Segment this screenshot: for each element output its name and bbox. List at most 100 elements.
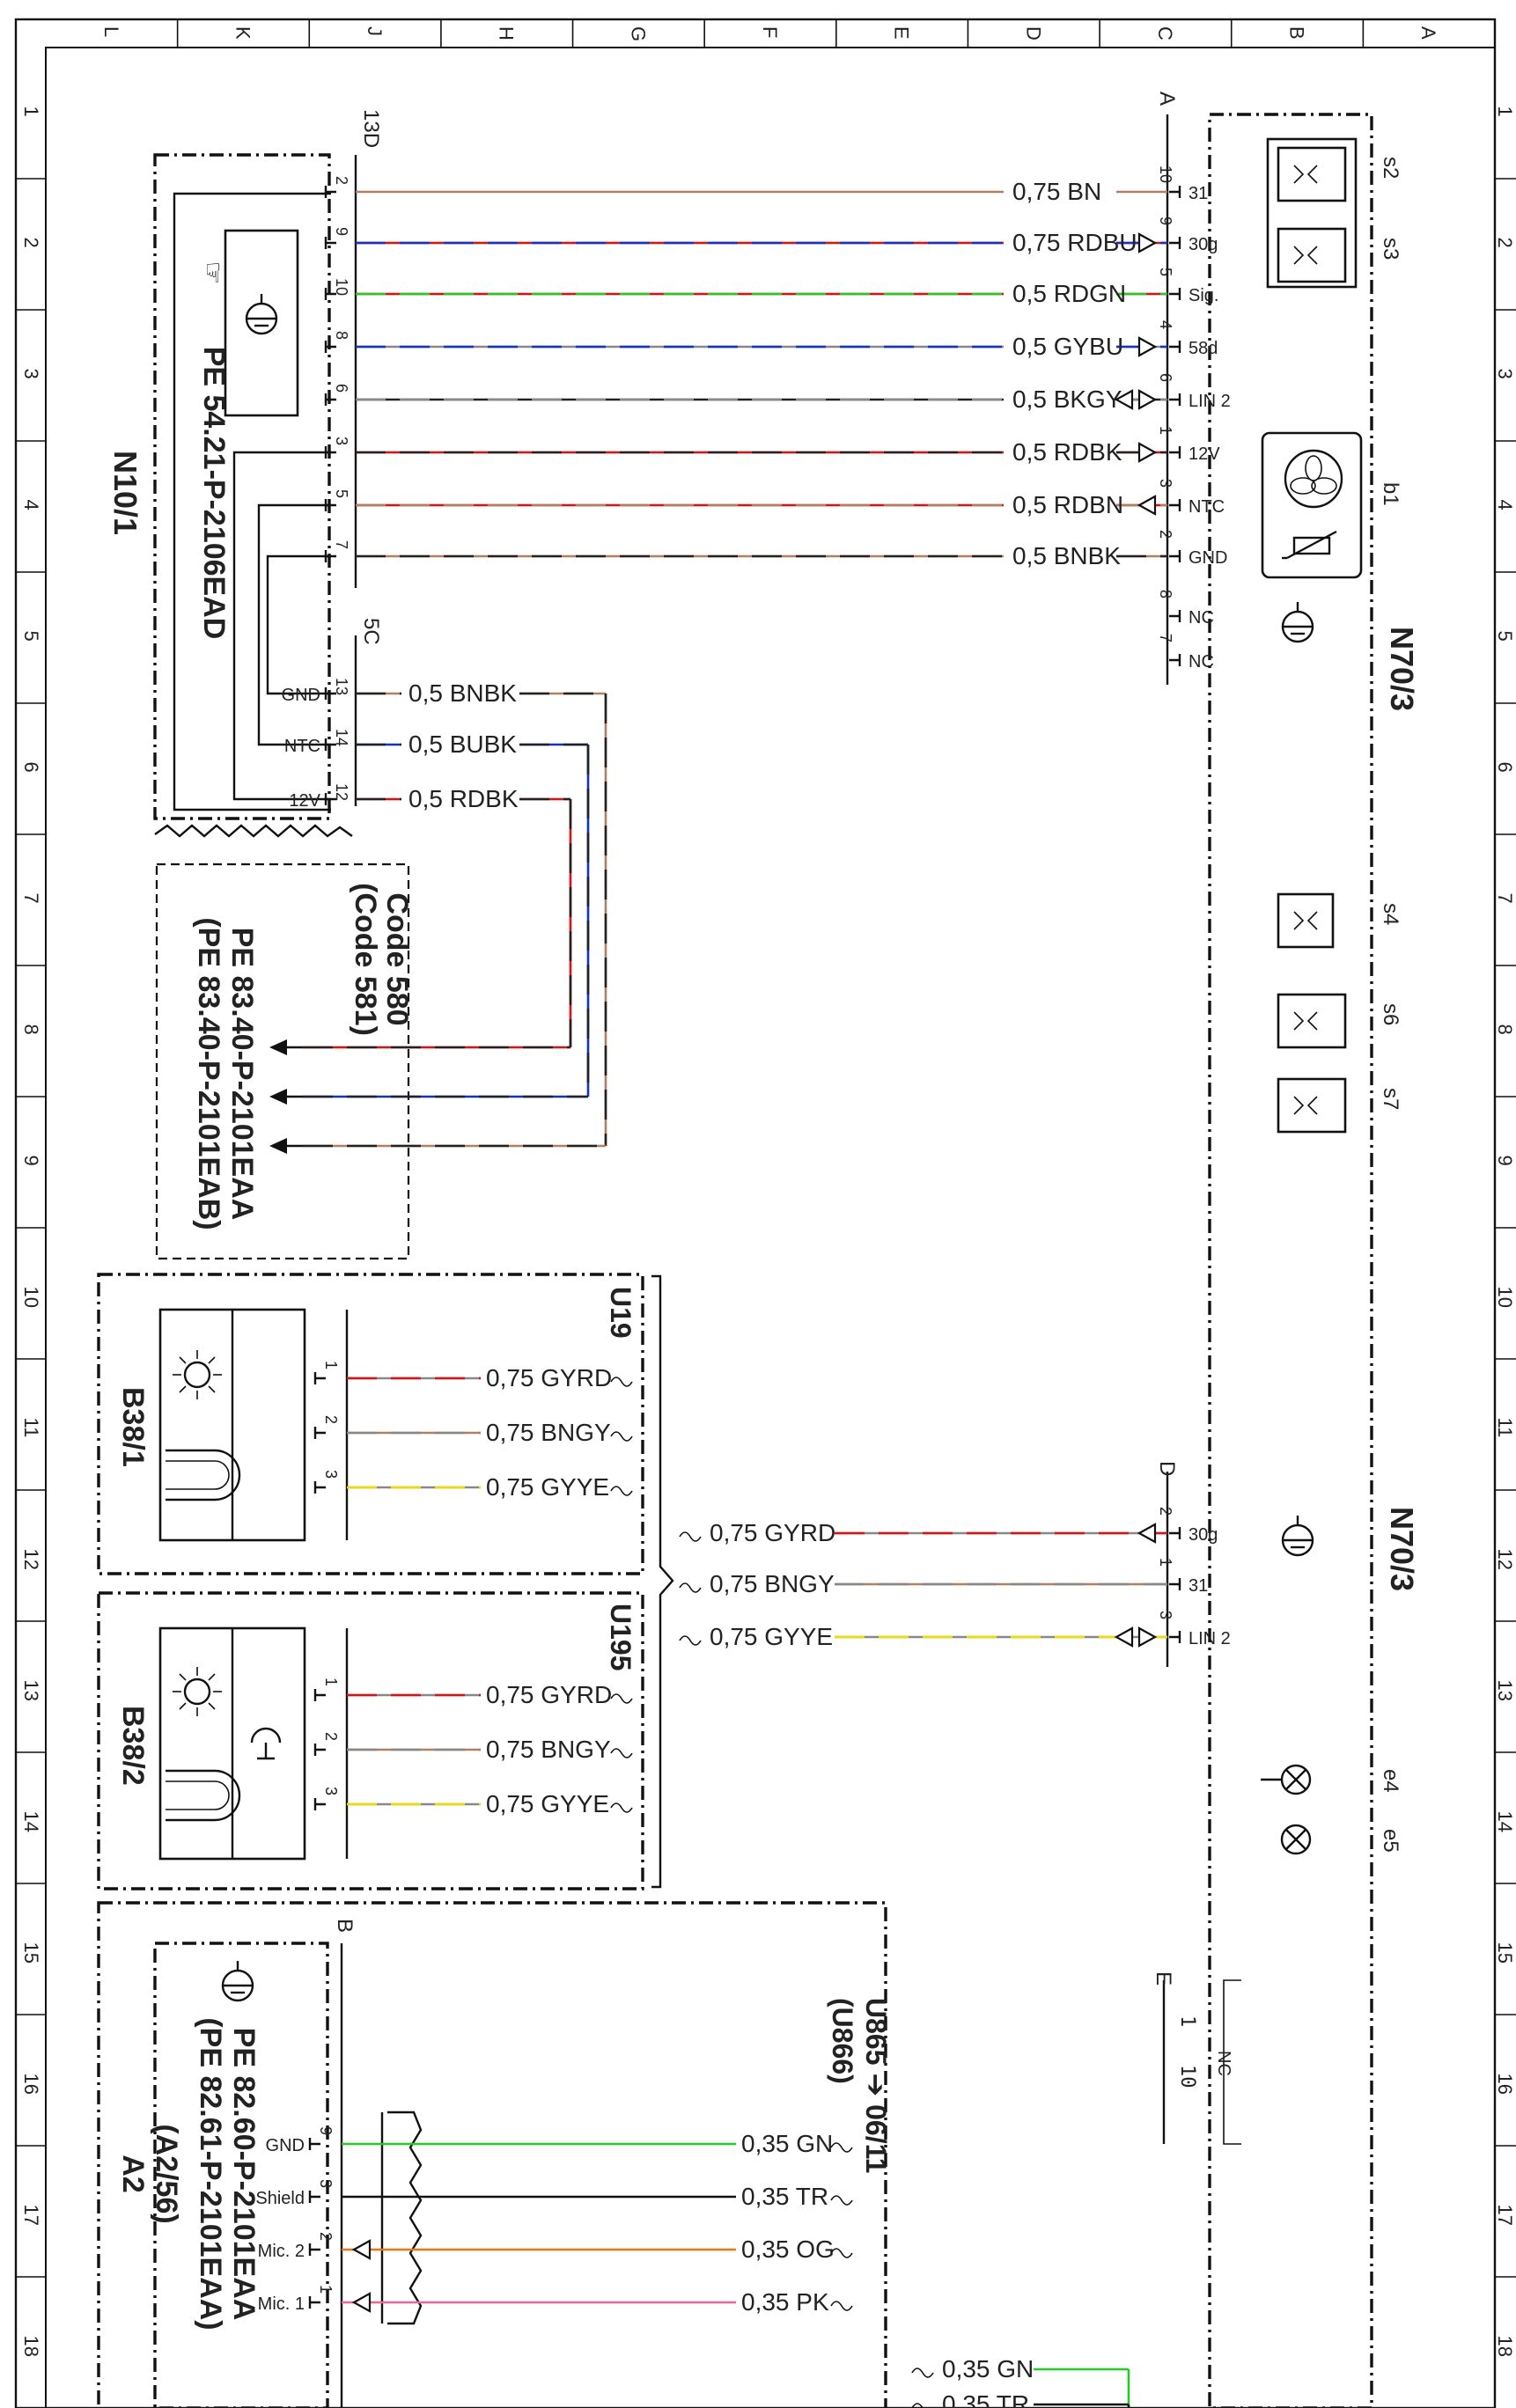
b38-2-wire-label: 0,75 GYYE: [486, 1790, 609, 1817]
grid-column-label: C: [1154, 26, 1176, 40]
connector-e-bracket: [1223, 1979, 1241, 2145]
bottom-wire-label: 0,35 TR: [942, 2390, 1029, 2408]
pin-number-b: 9: [317, 2126, 335, 2135]
u195-label: U195: [605, 1604, 637, 1671]
pin-number-a: 2: [1157, 530, 1174, 539]
pin-number-a-nc: 7: [1157, 634, 1174, 642]
grid-row-label: 7: [20, 893, 42, 904]
n10-1-internal-wire-d: [266, 554, 331, 695]
pin-number-a: 9: [1157, 217, 1174, 225]
pin-label-b: Shield: [255, 2189, 305, 2208]
pin-a: [1169, 393, 1181, 406]
bus-signal-arrow-bidir: [1114, 1626, 1134, 1648]
pin-number-b: 3: [317, 2179, 335, 2188]
grid-row-label: 14: [20, 1811, 42, 1832]
b38-1-pin-number: 2: [322, 1415, 340, 1424]
u195-group-outline: [97, 1591, 644, 1890]
grid-row-label: 11: [20, 1418, 42, 1438]
n10-1-label: N10/1: [107, 451, 144, 535]
pin-label-5c: 12V: [289, 791, 320, 811]
pin-b: [308, 2243, 320, 2256]
grid-row-label: 10: [1494, 1287, 1516, 1308]
b38-1-pin: [313, 1372, 326, 1384]
switch-s6-box: [1277, 993, 1347, 1049]
grid-row-label: 10: [20, 1287, 42, 1308]
grid-row-label: 11: [1494, 1418, 1516, 1438]
grid-row-label: 13: [20, 1680, 42, 1701]
code-580-arrowhead: [269, 1089, 287, 1105]
b38-1-pin: [313, 1481, 326, 1494]
pin-label-a: 30g: [1189, 235, 1218, 254]
lamp-e4-label: e4: [1379, 1769, 1402, 1793]
grid-row-label: 16: [20, 2074, 42, 2095]
grid-row-label: 18: [20, 2336, 42, 2357]
mic-continuation-mark: [830, 2142, 853, 2153]
u866-label: (U866): [827, 1998, 858, 2084]
pin-b: [308, 2191, 320, 2203]
signal-arrow-right: [1137, 442, 1158, 463]
grid-row-label: 6: [1494, 762, 1516, 773]
switch-s7-label: s7: [1379, 1088, 1402, 1110]
switch-s4-label: s4: [1379, 903, 1402, 925]
b38-1-continuation-mark: [610, 1486, 633, 1496]
n70-3-label-top: N70/3: [1384, 627, 1420, 711]
wire-label-top: 0,75 BN: [1012, 178, 1101, 205]
switch-s3-box: [1277, 227, 1347, 283]
connector-e-pin-1: 1: [1176, 2015, 1198, 2027]
pe-hand-icon: ☞: [198, 261, 227, 285]
wire-label-top: 0,5 RDBK: [1012, 438, 1122, 466]
signal-arrow-bidir: [1137, 389, 1158, 410]
n10-1-module-outline: [153, 153, 331, 820]
b38-2-pin-number: 1: [322, 1678, 340, 1686]
switch-s7-box: [1277, 1077, 1347, 1134]
grid-column-label: G: [627, 26, 649, 41]
pin-number-a: 4: [1157, 320, 1174, 329]
ntc-resistor-icon: [1282, 530, 1337, 560]
pin-label-5c: NTC: [284, 737, 320, 756]
pin-label-a: 31: [1189, 184, 1208, 203]
pin-label-a: GND: [1189, 548, 1227, 568]
connector-e-label: E: [1152, 1971, 1175, 1986]
pin-a: [1169, 550, 1181, 562]
wire-label-top: 0,75 RDBU: [1012, 229, 1137, 256]
pin-number-13d: 8: [333, 331, 350, 340]
a2-module-outline: [153, 1942, 329, 2408]
n10-1-break-line: [154, 824, 353, 838]
grid-row-label: 9: [20, 1156, 42, 1166]
a2-control-unit-icon: [221, 1961, 254, 2002]
grid-column-label: D: [1022, 26, 1044, 40]
pin-number-13d: 10: [333, 278, 350, 296]
grid-row-label: 4: [1494, 500, 1516, 510]
grid-column-label: K: [232, 26, 254, 40]
grid-row-label: 17: [1494, 2205, 1516, 2226]
pin-d: [1169, 1578, 1181, 1590]
bottom-continuation-mark: [911, 2403, 933, 2408]
bus-signal-arrow-bidir: [1137, 1626, 1158, 1648]
bus-continuation-mark: [679, 1635, 702, 1646]
connector-e-nc-label: NC: [1214, 2051, 1233, 2076]
grid-row-label: 6: [20, 762, 42, 773]
pin-d: [1169, 1527, 1181, 1539]
grid-column-label: A: [1417, 26, 1439, 40]
a2-pe-reference-1: PE 82.60-P-2101EAA: [227, 2028, 261, 2321]
switch-s3-icon: [1293, 246, 1318, 265]
code-580-arrowhead: [269, 1138, 287, 1154]
b38-1-label: B38/1: [116, 1387, 150, 1467]
pin-13d: [324, 550, 336, 562]
pin-13d: [324, 341, 336, 353]
u19-label: U19: [605, 1287, 637, 1339]
mic-signal-arrow: [351, 2239, 372, 2260]
pin-number-a: 1: [1157, 426, 1174, 435]
humidity-sensor-icon: [250, 1727, 282, 1760]
pin-13d: [324, 499, 336, 511]
pin-number-13d: 3: [333, 437, 350, 445]
pin-number-5c: 13: [333, 678, 350, 695]
pin-a: [1169, 341, 1181, 353]
sun-icon: [173, 1350, 222, 1399]
b38-2-wire-label: 0,75 BNGY: [486, 1736, 611, 1763]
a2-group-outline: [97, 1901, 887, 2408]
grid-row-label: 5: [1494, 631, 1516, 642]
code-580-pe-reference-1: PE 83.40-P-2101EAA: [225, 928, 259, 1221]
